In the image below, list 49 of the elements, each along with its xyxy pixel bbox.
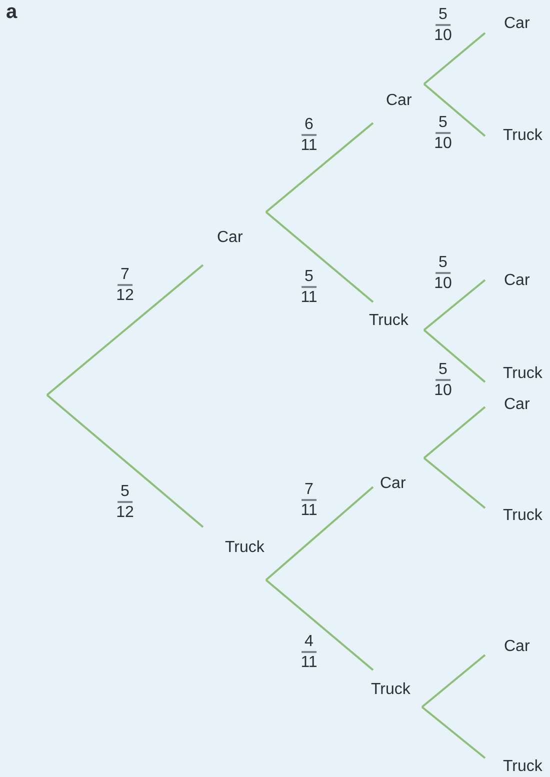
fraction-numerator: 6 bbox=[302, 116, 316, 136]
fraction-numerator: 4 bbox=[302, 633, 316, 653]
panel-letter: a bbox=[6, 2, 18, 22]
branch-line bbox=[423, 329, 486, 383]
outcome-label: Car bbox=[386, 92, 412, 110]
outcome-label: Car bbox=[504, 396, 530, 414]
fraction-denominator: 11 bbox=[300, 653, 318, 671]
fraction-numerator: 7 bbox=[118, 266, 132, 286]
branch-line bbox=[265, 122, 374, 213]
branch-line bbox=[423, 279, 486, 331]
fraction-denominator: 12 bbox=[115, 503, 135, 521]
fraction-numerator: 5 bbox=[436, 114, 450, 134]
outcome-label: Truck bbox=[503, 507, 542, 525]
branch-line bbox=[265, 579, 374, 671]
fraction-denominator: 11 bbox=[300, 288, 318, 306]
outcome-label: Truck bbox=[503, 758, 542, 776]
fraction-numerator: 5 bbox=[436, 361, 450, 381]
fraction-denominator: 11 bbox=[300, 136, 318, 154]
outcome-label: Car bbox=[380, 475, 406, 493]
branch-line bbox=[421, 654, 486, 708]
fraction-numerator: 5 bbox=[118, 483, 132, 503]
outcome-label: Car bbox=[217, 229, 243, 247]
branch-line bbox=[423, 83, 486, 137]
branch-line bbox=[423, 406, 486, 459]
branch-line bbox=[265, 211, 374, 303]
branch-line bbox=[423, 32, 486, 85]
branch-line bbox=[421, 706, 486, 759]
outcome-label: Truck bbox=[503, 365, 542, 383]
fraction-denominator: 10 bbox=[433, 134, 453, 152]
outcome-label: Truck bbox=[503, 127, 542, 145]
outcome-label: Truck bbox=[369, 312, 408, 330]
outcome-label: Truck bbox=[225, 539, 264, 557]
outcome-label: Car bbox=[504, 272, 530, 290]
fraction-numerator: 5 bbox=[436, 254, 450, 274]
fraction-denominator: 12 bbox=[115, 286, 135, 304]
fraction-denominator: 10 bbox=[433, 274, 453, 292]
branch-line bbox=[265, 486, 374, 581]
branch-line bbox=[423, 457, 486, 509]
fraction-numerator: 5 bbox=[436, 6, 450, 26]
fraction-numerator: 5 bbox=[302, 268, 316, 288]
fraction-denominator: 11 bbox=[300, 501, 318, 519]
outcome-label: Car bbox=[504, 15, 530, 33]
fraction-denominator: 10 bbox=[433, 26, 453, 44]
outcome-label: Car bbox=[504, 638, 530, 656]
branch-line bbox=[46, 264, 204, 396]
branch-line bbox=[46, 394, 204, 528]
outcome-label: Truck bbox=[371, 681, 410, 699]
fraction-numerator: 7 bbox=[302, 481, 316, 501]
fraction-denominator: 10 bbox=[433, 381, 453, 399]
